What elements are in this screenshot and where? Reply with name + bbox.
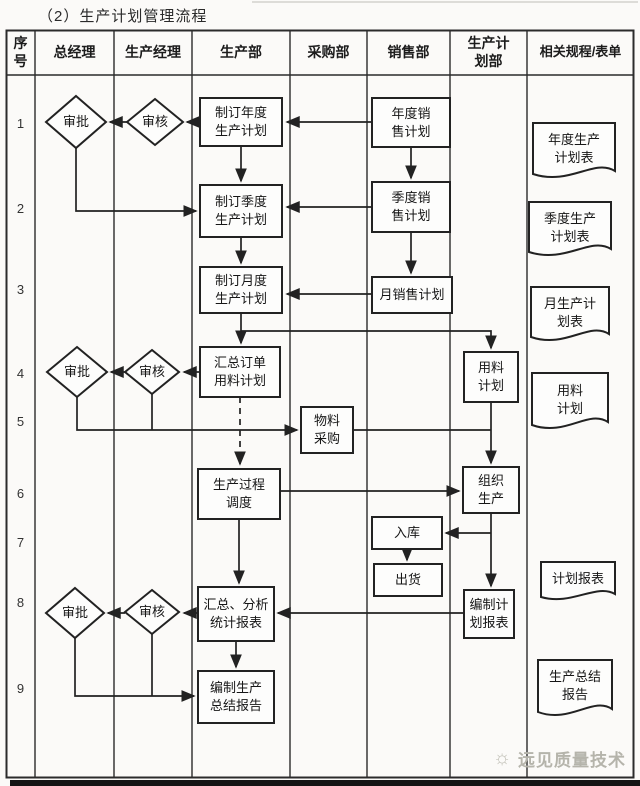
annual-plan-form-doc [532,122,616,179]
row-number-4: 4 [16,365,25,381]
column-header-prod-manager: 生产经理 [125,43,181,60]
make-summary-report-label: 编制生产 总结报告 [209,680,262,713]
approve4-label: 审批 [63,364,90,380]
make-summary-report-box [197,670,275,724]
organize-production-box [462,466,520,514]
edge-approve8-to-finalreport [74,638,196,702]
approve8-label: 审批 [61,605,88,621]
plan-report-form-label: 计划报表 [551,571,604,587]
column-header-seq: 序 号 [13,35,28,69]
summarize-reports-box [197,586,275,642]
column-header-sales: 销售部 [387,43,430,60]
monthly-sales-label: 月销售计划 [379,287,445,303]
quarterly-plan-form-label: 季度生产 计划表 [543,211,596,244]
row-number-2: 2 [16,200,25,216]
column-header-gm: 总经理 [53,43,96,60]
bottom-black-bar [10,780,640,786]
edge-approve4-to-purchase [76,397,299,436]
make-quarterly-plan-label: 制订季度 生产计划 [214,194,267,227]
form-documents [528,122,616,717]
summarize-order-box [199,346,281,398]
edge-monthlyplan-to-materialplan [240,313,497,350]
material-plan-label: 用料 计划 [477,360,504,393]
material-plan-form-doc [531,372,609,430]
warehouse-in-box [371,516,443,550]
make-quarterly-plan-box [199,184,283,238]
approve8-diamond [44,586,106,640]
flow-shapes [44,94,520,724]
row-number-3: 3 [16,281,25,297]
row-number-7: 7 [16,534,25,550]
material-plan-form-label: 用料 计划 [556,383,583,416]
monthly-plan-form-doc [530,286,610,342]
monthly-sales-box [371,276,453,314]
quarterly-plan-form-doc [528,201,612,257]
page-title: （2）生产计划管理流程 [38,8,208,25]
review1-label: 审核 [141,114,168,130]
swimlane-grid [5,29,635,779]
quarterly-sales-box [371,181,451,233]
review4-label: 审核 [138,364,165,380]
column-header-planning: 生产计 划部 [467,35,510,69]
production-dispatch-label: 生产过程 调度 [212,477,265,510]
watermark-text: 远见质量技术 [518,750,626,770]
row-number-1: 1 [16,115,25,131]
approve1-label: 审批 [62,114,89,130]
annual-sales-box [371,97,451,148]
column-header-prod-dept: 生产部 [220,43,262,60]
connectors [74,116,497,702]
ship-out-label: 出货 [394,572,421,588]
plan-report-form-doc [540,561,616,601]
row-number-8: 8 [16,594,25,610]
column-header-purchasing: 采购部 [307,43,350,60]
make-annual-plan-label: 制订年度 生产计划 [214,105,267,138]
warehouse-in-label: 入库 [393,525,420,541]
monthly-plan-form-label: 月生产计 划表 [543,296,596,329]
approve1-diamond [44,94,108,150]
column-dividers [34,30,528,778]
review8-label: 审核 [138,604,165,620]
make-annual-plan-box [199,97,283,147]
annual-sales-label: 年度销 售计划 [391,105,431,139]
make-monthly-plan-label: 制订月度 生产计划 [214,273,267,306]
review8-diamond [123,588,181,636]
make-plan-report-box [463,589,515,639]
row-number-5: 5 [16,413,25,429]
scan-artifact-line [252,1,638,3]
quarterly-sales-label: 季度销 售计划 [391,190,431,223]
material-plan-box [463,351,519,403]
approve4-diamond [45,345,109,399]
summarize-order-label: 汇总订单 用料计划 [213,355,266,388]
summary-report-form-label: 生产总结 报告 [548,669,601,702]
make-monthly-plan-box [199,266,283,314]
watermark-sun-icon: ☼ [492,746,512,769]
material-purchase-box [300,406,354,454]
table-outer-border [5,29,635,779]
column-header-forms: 相关规程/表单 [539,44,622,60]
row-number-9: 9 [16,680,25,696]
annual-plan-form-label: 年度生产 计划表 [547,132,600,165]
review1-diamond [125,97,185,147]
make-plan-report-label: 编制计 划报表 [469,597,509,630]
organize-production-label: 组织 生产 [477,473,504,506]
review4-diamond [123,348,181,396]
edge-approve1-to-quarterlyplan [75,148,198,217]
production-dispatch-box [197,468,281,520]
ship-out-box [373,563,443,597]
summary-report-form-doc [537,659,613,717]
summarize-reports-label: 汇总、分析 统计报表 [203,597,269,630]
row-number-6: 6 [16,485,25,501]
material-purchase-label: 物料 采购 [313,413,340,446]
